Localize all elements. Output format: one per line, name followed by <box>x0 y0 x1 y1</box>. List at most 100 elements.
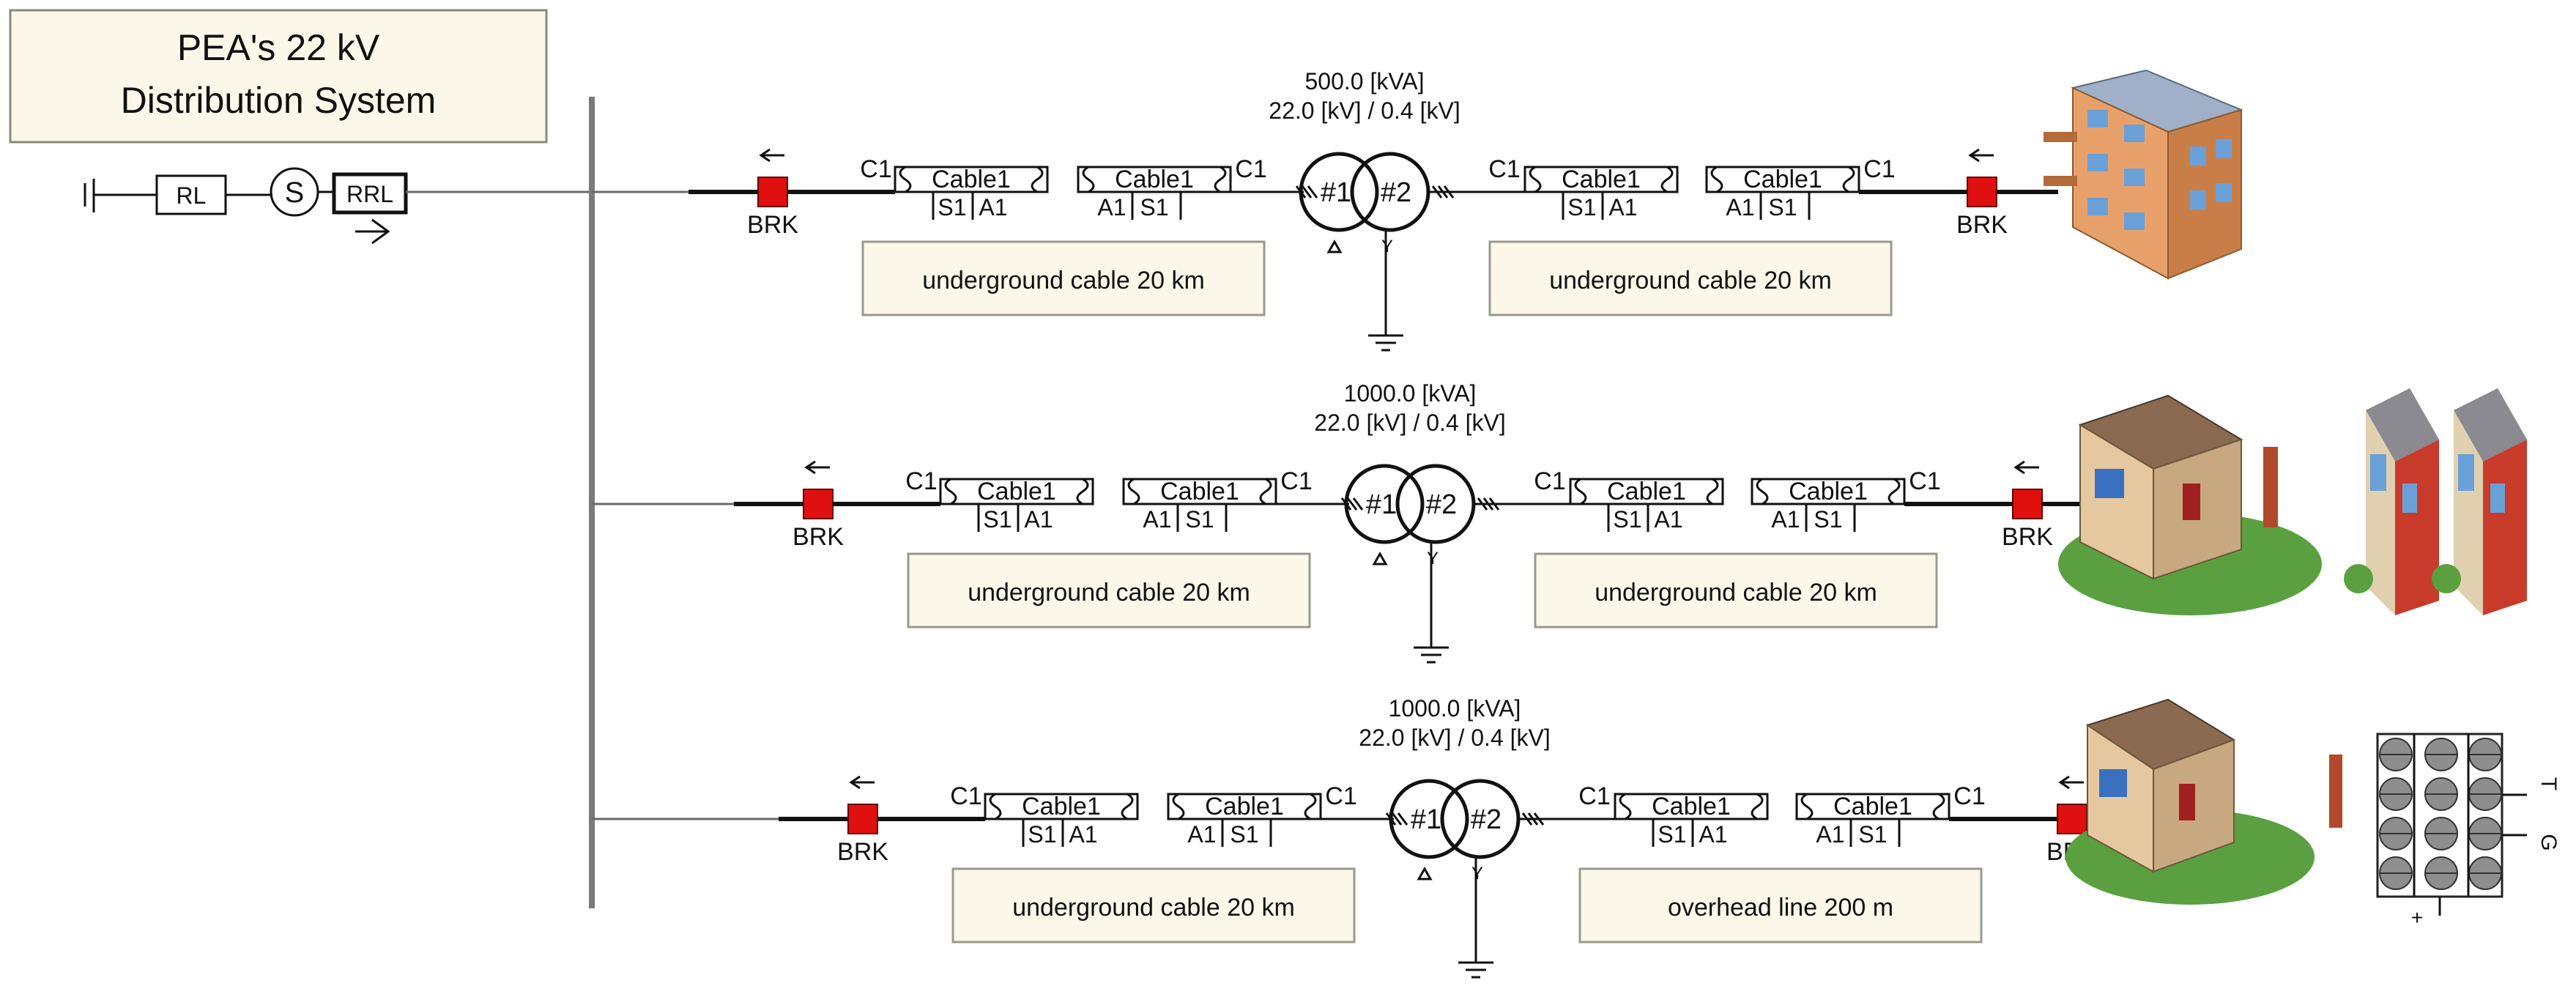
cable-box <box>1569 478 1724 505</box>
delta-icon <box>1372 551 1388 566</box>
cable-box <box>1795 793 1950 820</box>
breaker-icon <box>803 489 834 519</box>
cable-box <box>1751 478 1906 505</box>
breaker-label: BRK <box>1956 211 2008 239</box>
cable-end-wave <box>1082 166 1095 193</box>
cable-box <box>1705 166 1860 193</box>
transformer-primary-label: #1 <box>1321 177 1351 208</box>
rrl-box <box>332 172 408 215</box>
cable-end-wave <box>1214 166 1227 193</box>
pv-array: T G + <box>2376 733 2561 929</box>
breaker-arrow-icon <box>1968 148 1980 163</box>
cable-description-box <box>1578 867 1983 944</box>
cable-s1-label: S1 <box>938 194 966 220</box>
transformer-secondary-label: #2 <box>1381 177 1411 208</box>
c1-label: C1 <box>950 782 981 810</box>
cable-s1-label: S1 <box>1140 194 1168 220</box>
cable-a1-label: A1 <box>1771 506 1800 533</box>
breaker-arrow-icon <box>759 148 771 163</box>
cable-a1-label: A1 <box>1726 194 1754 220</box>
c1-label: C1 <box>1325 782 1356 810</box>
cable-end-wave <box>1127 478 1140 505</box>
cable-label: Cable1 <box>1652 793 1731 820</box>
cable-end-wave <box>1800 793 1814 820</box>
pv-g-label: G <box>2536 834 2561 850</box>
cable-end-wave <box>1259 478 1272 505</box>
cable-end-wave <box>944 478 957 505</box>
cable-end-wave <box>1172 793 1185 820</box>
wye-icon: Y <box>1427 549 1439 568</box>
transformer-voltage: 22.0 [kV] / 0.4 [kV] <box>1314 409 1505 436</box>
cable-end-wave <box>1574 478 1587 505</box>
cable-end-wave <box>1756 478 1769 505</box>
c1-label: C1 <box>860 155 891 183</box>
cable-s1-label: S1 <box>1185 506 1214 533</box>
cable-end-wave <box>1888 478 1901 505</box>
cable-description-box <box>861 240 1266 316</box>
cable-a1-label: A1 <box>1608 194 1637 220</box>
cable-s1-label: S1 <box>983 506 1012 533</box>
breaker-icon <box>2057 804 2087 834</box>
breaker-icon <box>757 177 788 207</box>
title-line-2: Distribution System <box>121 80 437 121</box>
cable-label: Cable1 <box>932 166 1011 193</box>
title-line-1: PEA's 22 kV <box>177 27 380 68</box>
cable-end-wave <box>1706 478 1719 505</box>
cable-end-wave <box>1121 793 1134 820</box>
cable-end-wave <box>1751 793 1764 820</box>
source-section: RL S RRL <box>83 167 592 245</box>
cable-s1-label: S1 <box>1613 506 1641 533</box>
cable-description-left: underground cable 20 km <box>968 579 1250 607</box>
delta-icon <box>1417 866 1433 881</box>
transformer-primary-icon <box>1299 152 1379 232</box>
breaker-label: BRK <box>2002 523 2053 551</box>
c1-label: C1 <box>1280 467 1312 495</box>
c1-label: C1 <box>1235 155 1266 183</box>
source-symbol: S <box>285 177 305 209</box>
cable-end-wave <box>899 166 912 193</box>
transformer-rating: 1000.0 [kVA] <box>1389 695 1521 722</box>
cable-box <box>939 478 1094 505</box>
breaker-arrow-icon <box>804 460 816 475</box>
cable-description-right: overhead line 200 m <box>1668 894 1893 922</box>
c1-label: C1 <box>1909 467 1940 495</box>
transformer-voltage: 22.0 [kV] / 0.4 [kV] <box>1359 724 1550 751</box>
cable-description-left: underground cable 20 km <box>1012 894 1295 922</box>
transformer-rating: 1000.0 [kVA] <box>1344 380 1477 407</box>
wye-icon: Y <box>1381 237 1393 256</box>
cable-s1-label: S1 <box>1768 194 1797 220</box>
pv-t-label: T <box>2536 777 2561 790</box>
cable-label: Cable1 <box>1562 166 1641 193</box>
cable-a1-label: A1 <box>1069 821 1097 848</box>
breaker-icon <box>2012 489 2043 519</box>
cable-a1-label: A1 <box>1143 506 1171 533</box>
cable-label: Cable1 <box>1607 478 1686 505</box>
cable-end-wave <box>1076 478 1089 505</box>
cable-box <box>1167 793 1322 820</box>
pv-plus-label: + <box>2411 906 2423 929</box>
cable-end-wave <box>1710 166 1723 193</box>
cable-end-wave <box>1619 793 1632 820</box>
rrl-label: RRL <box>346 181 393 207</box>
cable-label: Cable1 <box>1160 478 1239 505</box>
transformer-rating: 500.0 [kVA] <box>1304 68 1424 94</box>
cable-s1-label: S1 <box>1230 821 1258 848</box>
cable-box <box>894 166 1049 193</box>
cable-a1-label: A1 <box>1699 821 1727 848</box>
cable-s1-label: S1 <box>1658 821 1686 848</box>
transformer-primary-label: #1 <box>1411 804 1441 835</box>
cable-end-wave <box>1031 166 1044 193</box>
cable-s1-label: S1 <box>1567 194 1596 220</box>
c1-label: C1 <box>905 467 937 495</box>
c1-label: C1 <box>1863 155 1895 183</box>
cable-description-box <box>1534 552 1938 629</box>
cable-s1-label: S1 <box>1858 821 1887 848</box>
delta-icon <box>1326 239 1343 253</box>
breaker-icon <box>847 804 878 834</box>
c1-label: C1 <box>1953 782 1985 810</box>
cable-end-wave <box>1842 166 1855 193</box>
cable-label: Cable1 <box>977 478 1056 505</box>
c1-label: C1 <box>1578 782 1610 810</box>
